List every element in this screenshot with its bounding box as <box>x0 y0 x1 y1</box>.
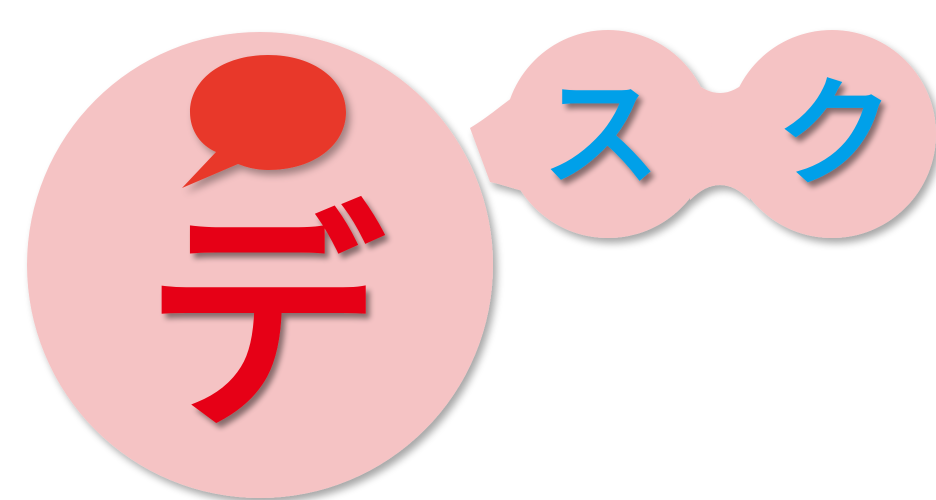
char-ku: ク <box>776 65 894 203</box>
bubble-small-1 <box>504 30 712 238</box>
bubble-small-2 <box>728 30 936 238</box>
speech-bubble-icon <box>182 55 346 188</box>
char-su: ス <box>542 65 660 203</box>
bubble-large <box>27 32 493 498</box>
bubble-background <box>27 30 936 498</box>
char-de: デ <box>145 182 386 462</box>
